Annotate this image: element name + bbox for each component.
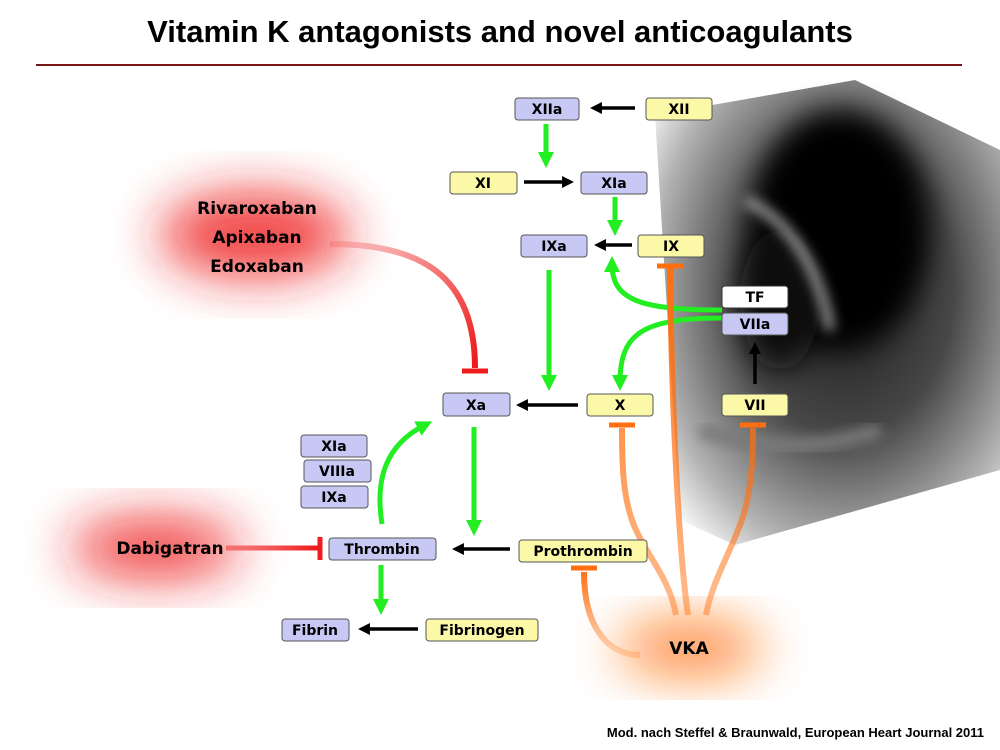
xa-inhibitor-drugs: Rivaroxaban Apixaban Edoxaban [197, 199, 317, 277]
arrow-tf-viia-activates-x [612, 315, 723, 391]
drug-apixaban: Apixaban [212, 228, 301, 248]
cofactor-xia-label: XIa [321, 439, 346, 455]
factor-thrombin-label: Thrombin [344, 542, 419, 558]
factor-vii-label: VII [744, 398, 765, 414]
title-divider [36, 64, 962, 66]
factor-xia-label: XIa [601, 176, 626, 192]
drug-dabigatran: Dabigatran [116, 539, 223, 559]
factor-viia: VIIa [721, 312, 789, 336]
factor-xiia: XIIa [514, 97, 580, 121]
factor-tf: TF [721, 285, 789, 309]
echocardiogram-image [655, 80, 1000, 545]
cofactor-xia: XIa [300, 434, 368, 458]
factor-xiia-label: XIIa [532, 102, 563, 118]
factor-ixa: IXa [520, 234, 588, 258]
factor-x: X [586, 393, 654, 417]
cofactor-viiia: VIIIa [303, 459, 372, 483]
factor-x-label: X [615, 398, 626, 414]
factor-xi-label: XI [475, 176, 491, 192]
xa-inhibitors-block-xa [329, 241, 478, 369]
vka-inhibits-x [619, 427, 679, 616]
factor-fibrin: Fibrin [281, 618, 350, 642]
vka-glow [618, 622, 762, 674]
factor-tf-label: TF [745, 290, 764, 306]
noac-inhibition-lines [226, 241, 488, 560]
vka-inhibits-vii [703, 427, 756, 616]
factor-ixa-label: IXa [541, 239, 566, 255]
cofactor-ixa: IXa [300, 485, 369, 509]
drug-rivaroxaban: Rivaroxaban [197, 199, 317, 219]
factor-ix-label: IX [663, 239, 679, 255]
source-citation: Mod. nach Steffel & Braunwald, European … [606, 725, 984, 740]
factor-fibrin-label: Fibrin [292, 623, 338, 639]
factor-viia-label: VIIa [740, 317, 771, 333]
cofactor-viiia-label: VIIIa [319, 464, 355, 480]
cofactor-ixa-label: IXa [321, 490, 346, 506]
arrow-tf-viia-activates-ix [604, 256, 723, 313]
factor-thrombin: Thrombin [328, 537, 437, 561]
vka-inhibition-lines [571, 263, 766, 658]
factor-xa: Xa [442, 392, 511, 417]
factor-xa-label: Xa [466, 398, 486, 414]
dabigatran-glow [70, 518, 240, 578]
factor-xii: XII [645, 97, 713, 121]
factor-xi: XI [449, 171, 518, 195]
drug-edoxaban: Edoxaban [210, 257, 304, 277]
factor-fibrinogen: Fibrinogen [425, 618, 539, 642]
vka-inhibits-ix [667, 267, 691, 616]
drug-vka: VKA [669, 639, 709, 659]
factor-prothrombin: Prothrombin [518, 539, 648, 563]
factor-prothrombin-label: Prothrombin [533, 544, 632, 560]
slide-title: Vitamin K antagonists and novel anticoag… [147, 14, 853, 49]
factor-xii-label: XII [668, 102, 689, 118]
activation-arrows [372, 124, 723, 616]
arrow-thrombin-feedback-xa [377, 421, 433, 525]
factor-vii: VII [721, 393, 789, 417]
vka-inhibits-prothrombin [581, 571, 641, 658]
factor-fibrinogen-label: Fibrinogen [439, 623, 524, 639]
rivaroxaban-glow [160, 193, 350, 277]
conversion-arrows [358, 102, 761, 635]
factor-xia: XIa [580, 171, 648, 195]
factor-ix: IX [637, 234, 705, 258]
